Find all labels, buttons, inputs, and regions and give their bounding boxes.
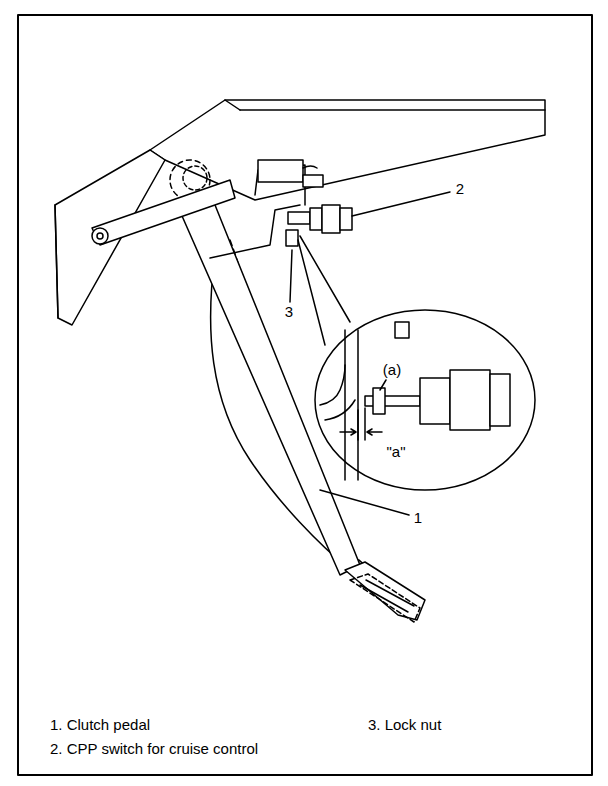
dimension-label: "a" [387, 444, 406, 461]
zoom-leaders [298, 236, 350, 345]
pedal-bracket [55, 100, 545, 325]
frame [18, 15, 592, 775]
detail-mark: (a) [383, 362, 401, 379]
detail-view [315, 310, 535, 490]
legend-item: 2. CPP switch for cruise control [50, 741, 258, 758]
callout-leaders [290, 192, 450, 515]
callout-number: 3 [285, 304, 293, 321]
callout-number: 2 [456, 181, 464, 198]
cpp-switch [286, 205, 352, 246]
callout-number: 1 [414, 510, 422, 527]
pivot-arm [92, 180, 235, 245]
switch-stay [210, 160, 323, 258]
legend-item: 3. Lock nut [368, 717, 441, 734]
legend-item: 1. Clutch pedal [50, 717, 150, 734]
